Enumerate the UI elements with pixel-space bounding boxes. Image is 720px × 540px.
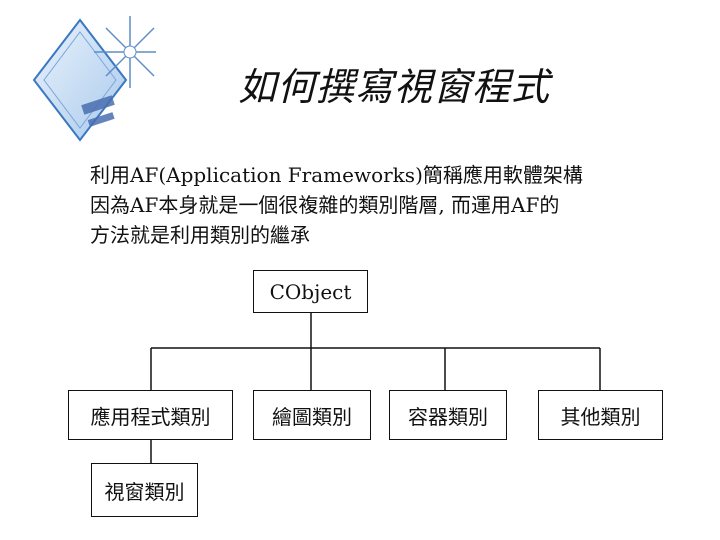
class-node-label: 容器類別 (408, 404, 488, 429)
slide-body: 利用AF(Application Frameworks)簡稱應用軟體架構 因為A… (90, 160, 700, 250)
logo (32, 16, 156, 142)
class-node-other: 其他類別 (538, 390, 663, 440)
class-node-label: 繪圖類別 (272, 404, 352, 429)
class-node-label: 視窗類別 (104, 479, 185, 504)
class-node-window: 視窗類別 (91, 463, 198, 517)
logo-diamond (32, 18, 128, 142)
body-line: 方法就是利用類別的繼承 (90, 223, 310, 247)
class-node-label: 應用程式類別 (90, 404, 211, 429)
body-line: 因為AF本身就是一個很複雜的類別階層, 而運用AF的 (90, 193, 560, 217)
class-node-label: CObject (269, 279, 352, 304)
body-line: 利用AF(Application Frameworks)簡稱應用軟體架構 (90, 163, 583, 187)
class-node-application: 應用程式類別 (68, 390, 233, 440)
class-node-drawing: 繪圖類別 (253, 390, 371, 440)
slide-title: 如何撰寫視窗程式 (238, 65, 551, 109)
logo-diamond-inner (43, 31, 117, 129)
class-node-container: 容器類別 (389, 390, 507, 440)
class-node-label: 其他類別 (560, 404, 641, 429)
logo-mark (81, 95, 115, 127)
class-node-root: CObject (253, 270, 368, 313)
